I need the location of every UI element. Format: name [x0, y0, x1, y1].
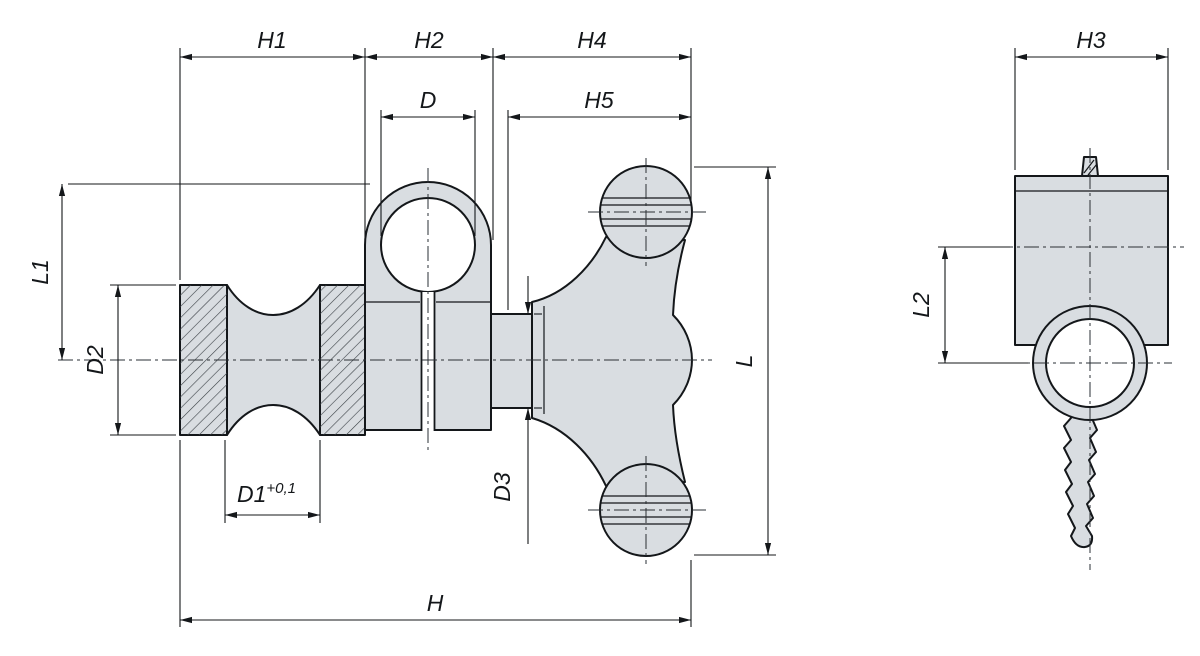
dimension-lines: [58, 53, 1168, 624]
dim-label-h5: H5: [584, 87, 614, 113]
side-view: [1014, 156, 1169, 549]
dim-label-d2: D2: [82, 345, 108, 375]
shaft-neck: [490, 313, 533, 409]
dim-label-h3: H3: [1076, 27, 1106, 53]
extension-lines: [68, 48, 1169, 627]
serrated-lever: [1063, 397, 1098, 549]
dim-label-h2: H2: [414, 27, 444, 53]
dim-label-h: H: [427, 590, 444, 616]
dim-label-l2: L2: [908, 292, 934, 318]
dim-label-l: L: [731, 355, 757, 368]
screw-tip: [1081, 156, 1099, 177]
dim-label-d1: D1+0,1: [237, 480, 296, 507]
dim-label-h1: H1: [257, 27, 286, 53]
dim-label-d3: D3: [489, 472, 515, 502]
dimension-labels: H1 H2 H4 D H5 L1 D2 D1+0,1 D3 L H H3 L2: [27, 27, 1106, 616]
dimensions: H1 H2 H4 D H5 L1 D2 D1+0,1 D3 L H H3 L2: [27, 27, 1169, 627]
wing-nut-body: [531, 236, 693, 487]
dim-label-l1: L1: [27, 259, 53, 285]
dim-label-d: D: [420, 87, 437, 113]
dim-label-h4: H4: [577, 27, 606, 53]
centerlines: [58, 148, 1184, 570]
